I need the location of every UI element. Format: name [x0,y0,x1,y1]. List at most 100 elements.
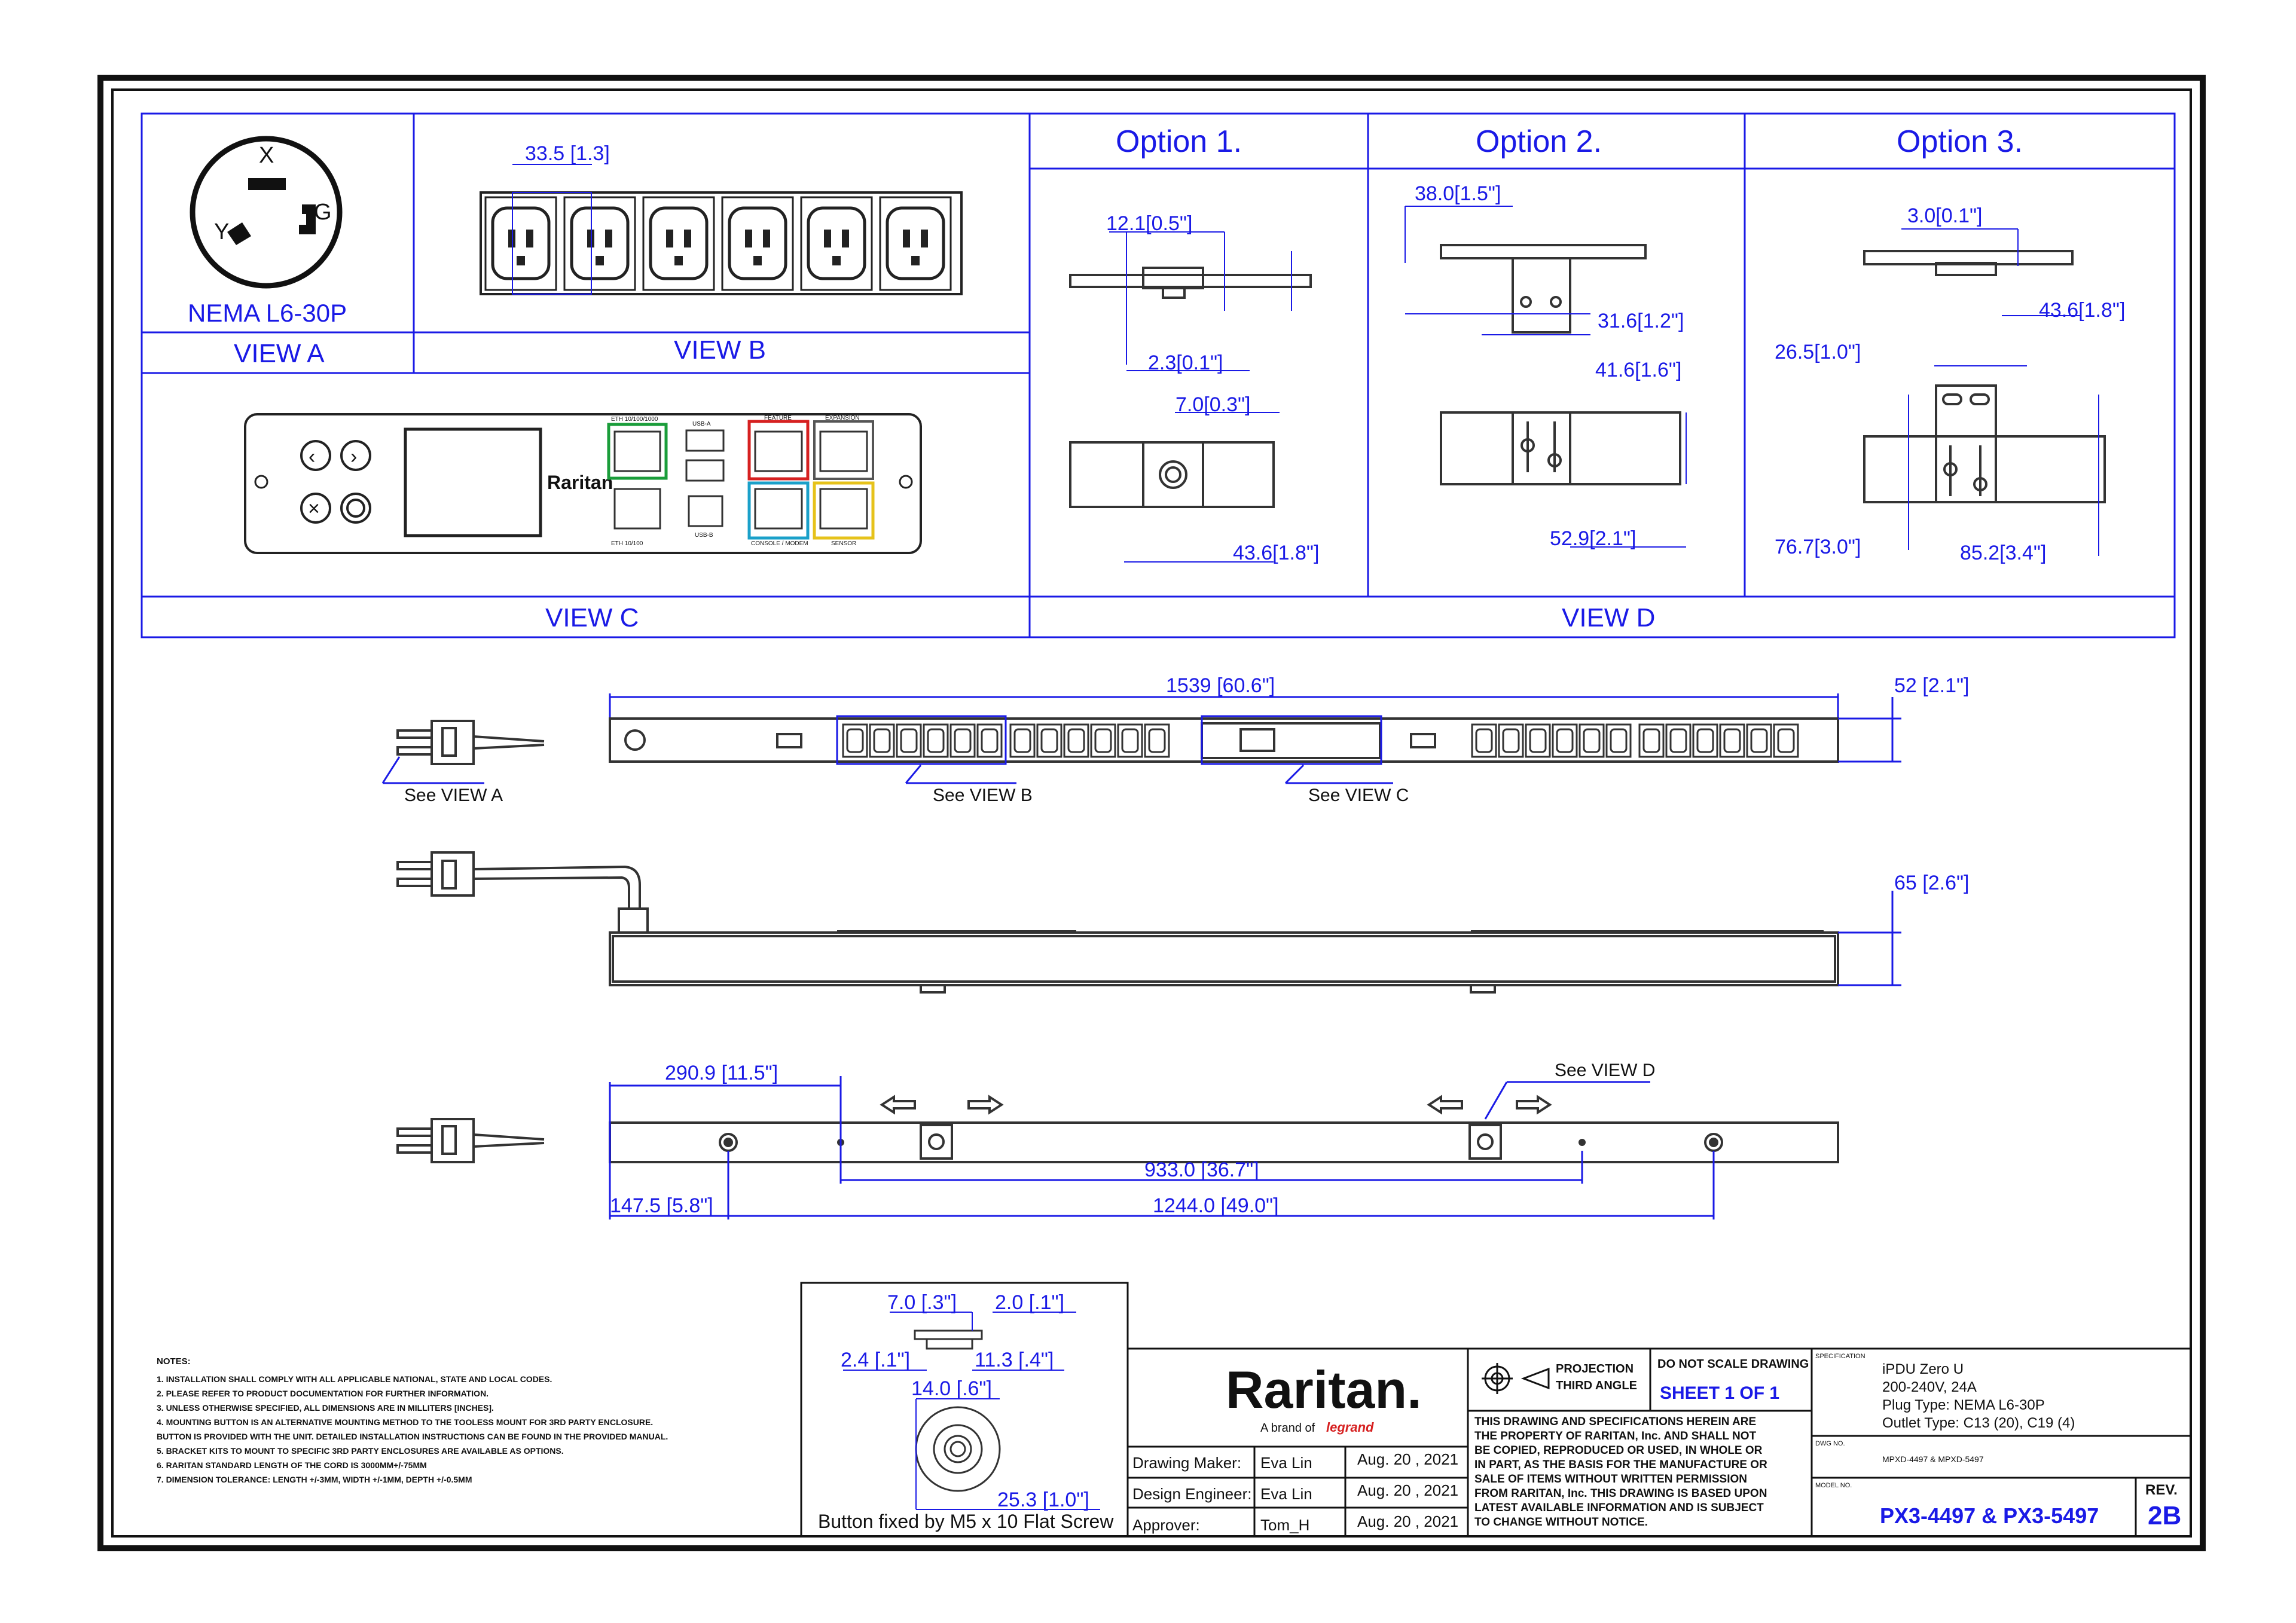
front-outlet-socket [873,728,891,753]
see-view-b: See VIEW B [933,785,1033,805]
option-3-bracket [1863,250,2106,503]
panel-brand: Raritan [547,472,613,493]
row-2-name: Eva Lin [1260,1485,1312,1503]
row-1-role: Drawing Maker: [1132,1454,1241,1472]
view-b-caption: VIEW B [674,335,766,365]
opt2-dim-3: 41.6[1.6"] [1595,359,1681,381]
front-outlets [842,723,1799,758]
front-outlet-socket [1777,728,1795,753]
back-dims [609,1076,1715,1219]
note-line: 7. DIMENSION TOLERANCE: LENGTH +/-3MM, W… [157,1475,472,1484]
opt3-dim-5: 85.2[3.4"] [1960,542,2046,564]
front-outlet-socket [1529,728,1547,753]
opt1-dim-3: 7.0[0.3"] [1176,393,1251,416]
front-outlet-socket [1040,728,1058,753]
dwg-label: DWG NO. [1815,1440,1845,1447]
front-outlet-socket [1583,728,1601,753]
btn-dim-5: 14.0 [.6"] [911,1377,992,1400]
option-1-title: Option 1. [1116,124,1242,159]
note-line: 6. RARITAN STANDARD LENGTH OF THE CORD I… [157,1460,427,1470]
svg-text:›: › [350,445,357,468]
see-view-a: See VIEW A [404,785,503,805]
disclaimer-line: BE COPIED, REPRODUCED OR USED, IN WHOLE … [1474,1444,1763,1457]
sheet-number: SHEET 1 OF 1 [1660,1383,1779,1403]
front-outlet-socket [981,728,999,753]
port-usb-b: USB-B [695,532,713,539]
lcd-display [404,427,542,537]
opt2-dim-4: 52.9[2.1"] [1550,527,1636,550]
option-2-dims [1405,206,1687,548]
rev-value: 2B [2148,1501,2181,1530]
btn-dim-4: 11.3 [.4"] [975,1349,1054,1371]
disclaimer-line: FROM RARITAN, Inc. THIS DRAWING IS BASED… [1474,1487,1767,1500]
back-dim-2: 933.0 [36.7"] [1144,1159,1259,1181]
front-outlet-socket [1642,728,1660,753]
port-eth1: ETH 10/100/1000 [611,416,658,423]
port-eth2: ETH 10/100 [611,540,643,547]
opt3-dim-2: 43.6[1.8"] [2039,299,2125,322]
option-3-title: Option 3. [1897,124,2023,159]
cancel-button [300,493,331,524]
disclaimer-line: LATEST AVAILABLE INFORMATION AND IS SUBJ… [1474,1502,1764,1514]
pdu-length-dim: 1539 [60.6"] [1166,674,1275,697]
dim-outline [512,192,592,295]
outlet-4 [721,196,794,291]
btn-dim-2: 2.0 [.1"] [995,1291,1064,1314]
opt1-dim-1: 12.1[0.5"] [1106,212,1192,235]
outlet-6 [879,196,952,291]
option-2-title: Option 2. [1476,124,1602,159]
option-2-bracket [1440,244,1681,485]
front-outlet-socket [1723,728,1741,753]
front-outlet-socket [1094,728,1112,753]
disclaimer-line: TO CHANGE WITHOUT NOTICE. [1474,1516,1648,1529]
pin-x-label: X [259,143,274,168]
front-outlet-socket [927,728,945,753]
pin-y-label: Y [214,219,229,244]
model-number: PX3-4497 & PX3-5497 [1880,1503,2099,1528]
view-c-caption: VIEW C [545,603,639,632]
svg-text:×: × [308,497,320,520]
front-outlet-socket [900,728,918,753]
row-2-date: Aug. 20 , 2021 [1357,1481,1458,1499]
front-outlet-socket [1121,728,1139,753]
btn-dim-3: 2.4 [.1"] [841,1349,910,1371]
opt3-dim-1: 3.0[0.1"] [1907,204,1983,227]
spec-line-2: 200-240V, 24A [1882,1379,1977,1395]
front-outlet-socket [1610,728,1628,753]
spec-line-3: Plug Type: NEMA L6-30P [1882,1397,2045,1413]
button-dims [843,1312,1100,1510]
brand-tagline: A brand of [1260,1422,1315,1435]
pdu-front-view [381,693,1901,784]
opt1-dim-4: 43.6[1.8"] [1233,542,1319,564]
outlet-strip [480,191,963,295]
outlet-2 [563,196,636,291]
note-line: BUTTON IS PROVIDED WITH THE UNIT. DETAIL… [157,1432,668,1441]
inner-frame [111,88,2192,1538]
dwg-number: MPXD-4497 & MPXD-5497 [1882,1454,1984,1464]
btn-dim-1: 7.0 [.3"] [887,1291,957,1314]
option-1-dims [1109,231,1292,563]
note-line: 4. MOUNTING BUTTON IS AN ALTERNATIVE MOU… [157,1417,653,1427]
row-1-name: Eva Lin [1260,1454,1312,1472]
opt3-dim-4: 76.7[3.0"] [1775,536,1861,558]
view-a-caption: VIEW A [234,339,325,368]
controller-panel: ‹ › × Raritan USB-A USB-B FEATURE EXPANS… [244,413,922,554]
disclaimer-line: THE PROPERTY OF RARITAN, Inc. AND SHALL … [1474,1430,1757,1442]
see-view-d: See VIEW D [1555,1060,1655,1080]
view-grid [141,112,2176,638]
notes-list: 1. INSTALLATION SHALL COMPLY WITH ALL AP… [157,1374,668,1484]
port-sensor: SENSOR [831,540,856,547]
spec-line-4: Outlet Type: C13 (20), C19 (4) [1882,1415,2075,1431]
note-line: 5. BRACKET KITS TO MOUNT TO SPECIFIC 3RD… [157,1446,564,1456]
no-scale-note: DO NOT SCALE DRAWING [1657,1358,1809,1371]
nema-plug-face: X Y G [190,136,343,289]
disclaimer-line: THIS DRAWING AND SPECIFICATIONS HEREIN A… [1474,1416,1756,1428]
see-view-c: See VIEW C [1308,785,1409,805]
title-block-grid [1126,1347,2192,1538]
note-line: 2. PLEASE REFER TO PRODUCT DOCUMENTATION… [157,1389,488,1398]
opt2-dim-1: 38.0[1.5"] [1415,182,1501,205]
outer-frame [97,75,2206,1551]
pdu-side-view [396,851,1839,994]
port-feature: FEATURE [764,415,792,421]
